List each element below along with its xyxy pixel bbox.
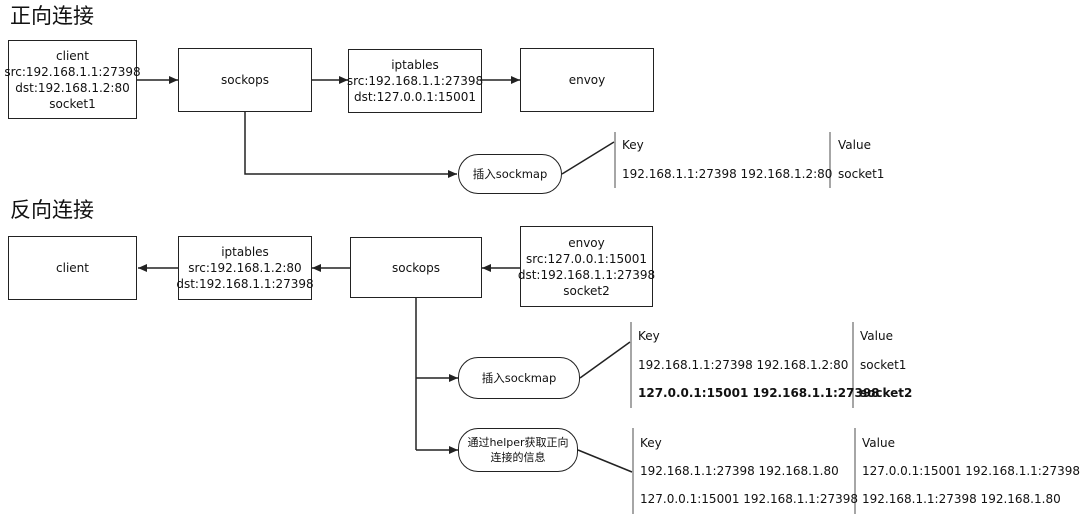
arrow-sockops-to-insert xyxy=(244,112,457,178)
forward-sockops-label: sockops xyxy=(221,73,269,87)
forward-iptables-line: dst:127.0.0.1:15001 xyxy=(353,90,477,104)
reverse-table-value-header: Value xyxy=(860,329,893,343)
forward-client-line: client xyxy=(56,48,89,63)
reverse-iptables-line: iptables xyxy=(221,245,269,259)
forward-table-value-cell: socket1 xyxy=(838,167,885,181)
forward-iptables-line: src:192.168.1.1:27398 xyxy=(346,74,484,88)
forward-sockops-box: sockops xyxy=(178,48,312,112)
link-helper-to-table xyxy=(577,449,633,473)
reverse-table-key-cell-new: 127.0.0.1:15001 192.168.1.1:27398 xyxy=(638,386,880,400)
reverse-helper-line: 连接的信息 xyxy=(490,451,546,464)
reverse-envoy-line: envoy xyxy=(568,235,605,250)
forward-client-line: dst:192.168.1.2:80 xyxy=(15,80,130,95)
reverse-helper-box: 通过helper获取正向 连接的信息 xyxy=(458,428,578,472)
forward-client-line: src:192.168.1.1:27398 xyxy=(4,64,141,79)
reverse-table-value-cell: socket1 xyxy=(860,358,907,372)
reverse-envoy-line: src:127.0.0.1:15001 xyxy=(525,251,648,266)
reverse-insert-label: 插入sockmap xyxy=(481,371,557,385)
forward-title: 正向连接 xyxy=(10,4,94,28)
forward-iptables-box: iptables src:192.168.1.1:27398 dst:127.0… xyxy=(346,49,484,113)
reverse-envoy-line: socket2 xyxy=(563,283,610,298)
forward-table-key-cell: 192.168.1.1:27398 192.168.1.2:80 xyxy=(622,167,833,181)
reverse-title: 反向连接 xyxy=(10,198,94,222)
reverse-sockops-box: sockops xyxy=(350,237,482,298)
reverse-client-label: client xyxy=(56,261,89,275)
reverse-envoy-line: dst:192.168.1.1:27398 xyxy=(517,267,656,282)
reverse-iptables-line: dst:192.168.1.1:27398 xyxy=(176,277,314,291)
forward-iptables-line: iptables xyxy=(391,58,439,72)
helper-table-value-cell: 192.168.1.1:27398 192.168.1.80 xyxy=(862,492,1061,506)
reverse-table-key-header: Key xyxy=(638,329,660,343)
forward-client-box: client src:192.168.1.1:27398 dst:192.168… xyxy=(4,40,141,119)
forward-envoy-label: envoy xyxy=(568,73,606,87)
forward-insert-label: 插入sockmap xyxy=(472,167,548,181)
reverse-table-value-cell-new: socket2 xyxy=(860,386,913,400)
forward-table-key-header: Key xyxy=(622,138,644,152)
reverse-iptables-line: src:192.168.1.2:80 xyxy=(188,261,302,275)
helper-table-value-header: Value xyxy=(862,436,895,450)
reverse-insert-sockmap: 插入sockmap xyxy=(458,357,580,399)
forward-envoy-box: envoy xyxy=(520,48,654,112)
reverse-helper-line: 通过helper获取正向 xyxy=(467,436,569,449)
reverse-iptables-box: iptables src:192.168.1.2:80 dst:192.168.… xyxy=(176,236,314,300)
forward-table-value-header: Value xyxy=(838,138,871,152)
reverse-sockops-label: sockops xyxy=(392,260,440,275)
helper-table-key-header: Key xyxy=(640,436,662,450)
forward-client-line: socket1 xyxy=(49,96,96,111)
forward-insert-sockmap: 插入sockmap xyxy=(458,154,562,194)
link-insert-to-table-rev xyxy=(579,341,631,379)
reverse-client-box: client xyxy=(8,236,137,300)
reverse-envoy-box: envoy src:127.0.0.1:15001 dst:192.168.1.… xyxy=(517,226,656,307)
link-insert-to-table xyxy=(561,141,615,175)
helper-table-value-cell: 127.0.0.1:15001 192.168.1.1:27398 xyxy=(862,464,1080,478)
helper-table-key-cell: 127.0.0.1:15001 192.168.1.1:27398 xyxy=(640,492,859,506)
reverse-table-key-cell: 192.168.1.1:27398 192.168.1.2:80 xyxy=(638,358,849,372)
helper-table-key-cell: 192.168.1.1:27398 192.168.1.80 xyxy=(640,464,839,478)
